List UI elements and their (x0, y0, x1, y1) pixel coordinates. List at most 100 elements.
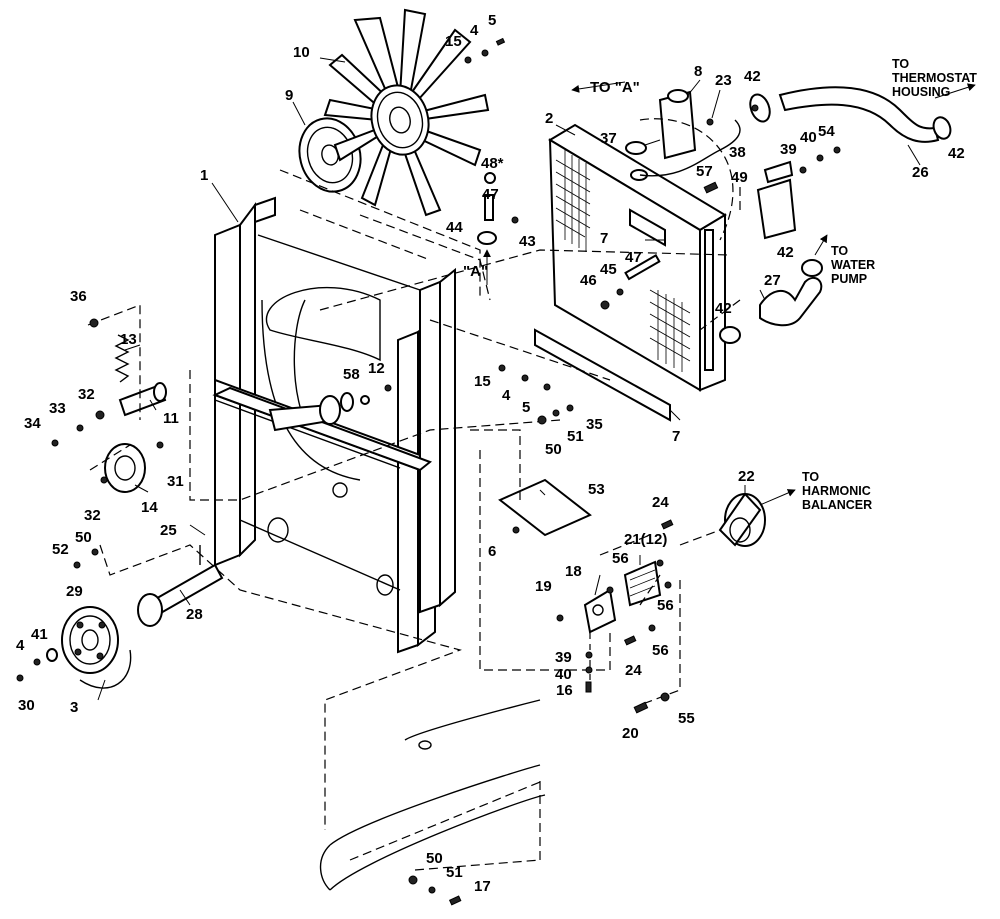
callout-label: 19 (535, 578, 552, 595)
callout-label: 47 (482, 186, 499, 203)
callout-label: 41 (31, 626, 48, 643)
coolant-tank (658, 89, 697, 160)
callout-label: 45 (600, 261, 617, 278)
callout-label: 5 (522, 399, 530, 416)
note-thermostat-line1: TO (892, 57, 909, 71)
callout-label: 50 (75, 529, 92, 546)
callout-label: 56 (657, 597, 674, 614)
callout-label: 54 (818, 123, 835, 140)
frame-rail (319, 699, 546, 891)
callout-label: 16 (556, 682, 573, 699)
callout-label: 23 (715, 72, 732, 89)
callout-label: 1 (200, 167, 208, 184)
callout-label: 11 (163, 410, 179, 427)
callout-label: 7 (672, 428, 680, 445)
callout-label: 14 (141, 499, 158, 516)
tension-spring (114, 334, 130, 383)
callout-label: 33 (49, 400, 66, 417)
callout-label: 36 (70, 288, 87, 305)
callout-label: 12 (368, 360, 385, 377)
tensioner-shaft-assembly (268, 392, 354, 432)
callout-label: 50 (545, 441, 562, 458)
callout-label: 20 (622, 725, 639, 742)
to-a-arrow (571, 81, 626, 93)
callout-label: 22 (738, 468, 755, 485)
callout-label: 42 (744, 68, 761, 85)
callout-label: 40 (800, 129, 817, 146)
water-pump-arrow (814, 234, 828, 256)
callout-label: 48* (481, 155, 504, 172)
callout-label: 56 (612, 550, 629, 567)
callout-label: 46 (580, 272, 597, 289)
callout-label: 7 (600, 230, 608, 247)
callout-label: 56 (652, 642, 669, 659)
upper-hose (749, 86, 952, 143)
radiator-core (548, 123, 727, 392)
callout-label: 51 (567, 428, 584, 445)
shield-plate (498, 478, 592, 537)
callout-label: 25 (160, 522, 177, 539)
callout-label: 57 (696, 163, 713, 180)
callout-label: 28 (186, 606, 203, 623)
drive-belt (79, 649, 132, 689)
lower-hose (719, 259, 823, 344)
coupler-block (623, 560, 662, 607)
callout-label: 52 (52, 541, 69, 558)
callout-label: 15 (474, 373, 491, 390)
callout-label: 4 (502, 387, 511, 404)
bearing-housing (583, 588, 617, 634)
callout-label: 5 (488, 12, 496, 29)
callout-label: 47 (625, 249, 642, 266)
callout-label: 26 (912, 164, 929, 181)
callout-label: 42 (948, 145, 965, 162)
callout-label: 18 (565, 563, 582, 580)
callout-labels: 1 2 3 4 4 4 5 5 6 7 7 8 9 10 11 12 13 14… (16, 12, 965, 895)
assembly-guides (87, 118, 741, 871)
fasteners (16, 37, 841, 906)
harmonic-arrow (759, 489, 796, 506)
radiator-bracket (534, 328, 671, 422)
radiator-frame (212, 196, 456, 654)
callout-label: 58 (343, 366, 360, 383)
callout-label: 50 (426, 850, 443, 867)
callout-label: 44 (446, 219, 463, 236)
callout-label: 24 (625, 662, 642, 679)
harmonic-adapter (718, 492, 766, 547)
callout-label: 55 (678, 710, 695, 727)
callout-label: 8 (694, 63, 702, 80)
note-thermostat-line3: HOUSING (892, 85, 950, 99)
callout-label: 29 (66, 583, 83, 600)
direction-notes: TO "A" "A" TO THERMOSTAT HOUSING TO WATE… (463, 57, 977, 512)
note-a: "A" (463, 263, 488, 280)
tensioner-arm (118, 382, 167, 417)
callout-label: 6 (488, 543, 496, 560)
drive-shaft (137, 545, 224, 627)
note-water-line1: TO (831, 244, 848, 258)
callout-label: 10 (293, 44, 310, 61)
callout-label: 42 (715, 300, 732, 317)
note-to-a: TO "A" (590, 79, 640, 96)
callout-label: 17 (474, 878, 491, 895)
callout-label: 27 (764, 272, 781, 289)
note-harmonic-line2: HARMONIC (802, 484, 871, 498)
callout-label: 53 (588, 481, 605, 498)
note-water-line2: WATER (831, 258, 875, 272)
callout-label: 21(12) (624, 531, 667, 548)
callout-label: 42 (777, 244, 794, 261)
callout-label: 2 (545, 110, 553, 127)
callout-label: 38 (729, 144, 746, 161)
callout-label: 39 (780, 141, 797, 158)
callout-label: 37 (600, 130, 617, 147)
callout-label: 3 (70, 699, 78, 716)
note-harmonic-line3: BALANCER (802, 498, 872, 512)
callout-label: 35 (586, 416, 603, 433)
callout-label: 40 (555, 666, 572, 683)
callout-label: 51 (446, 864, 463, 881)
callout-label: 34 (24, 415, 41, 432)
cooling-fan (323, 8, 490, 217)
callout-label: 4 (470, 22, 479, 39)
idler-pulley (104, 443, 146, 493)
note-thermostat-line2: THERMOSTAT (892, 71, 977, 85)
mounting-bracket (756, 160, 797, 240)
